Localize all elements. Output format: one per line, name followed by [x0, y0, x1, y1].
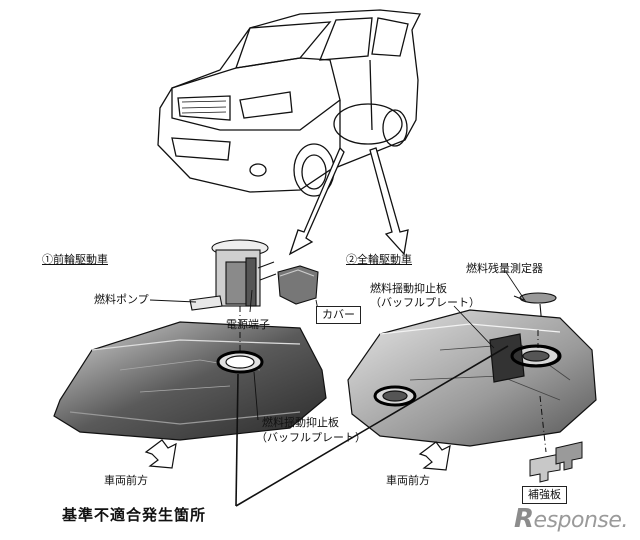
defect-marker-awd-rear	[373, 385, 417, 407]
cover-part	[277, 265, 319, 305]
label-baffle-fwd-sub: （バッフルプレート）	[256, 431, 366, 444]
label-vehicle-front-right: 車両前方	[386, 474, 430, 487]
label-defect-location: 基準不適合発生箇所	[62, 506, 207, 524]
label-vehicle-front-left: 車両前方	[104, 474, 148, 487]
pointer-arrows	[288, 146, 409, 256]
response-logo: Response.	[514, 504, 628, 534]
defect-lines	[235, 345, 509, 507]
van-illustration	[157, 9, 422, 197]
defect-markers	[216, 344, 562, 407]
forward-arrows	[144, 439, 451, 471]
label-reinforcement-plate: 補強板	[522, 486, 567, 504]
label-baffle-awd: 燃料揺動抑止板	[370, 282, 447, 295]
label-cover: カバー	[316, 306, 361, 324]
label-baffle-fwd: 燃料揺動抑止板	[262, 416, 339, 429]
fuel-pump	[189, 239, 277, 311]
label-power-terminal: 電源端子	[226, 318, 270, 331]
defect-marker-awd-front	[510, 344, 562, 368]
reinforcement-plates	[529, 441, 583, 483]
label-front-wheel-drive: ①前輪駆動車	[42, 253, 108, 266]
label-baffle-awd-sub: （バッフルプレート）	[370, 296, 480, 309]
forward-arrow-right	[418, 441, 451, 471]
label-fuel-pump: 燃料ポンプ	[94, 293, 149, 306]
forward-arrow-left	[144, 439, 177, 469]
label-fuel-gauge: 燃料残量測定器	[466, 262, 543, 275]
defect-marker-fwd	[216, 350, 264, 374]
label-all-wheel-drive: ②全輪駆動車	[346, 253, 412, 266]
fuel-tank-awd	[347, 309, 597, 447]
